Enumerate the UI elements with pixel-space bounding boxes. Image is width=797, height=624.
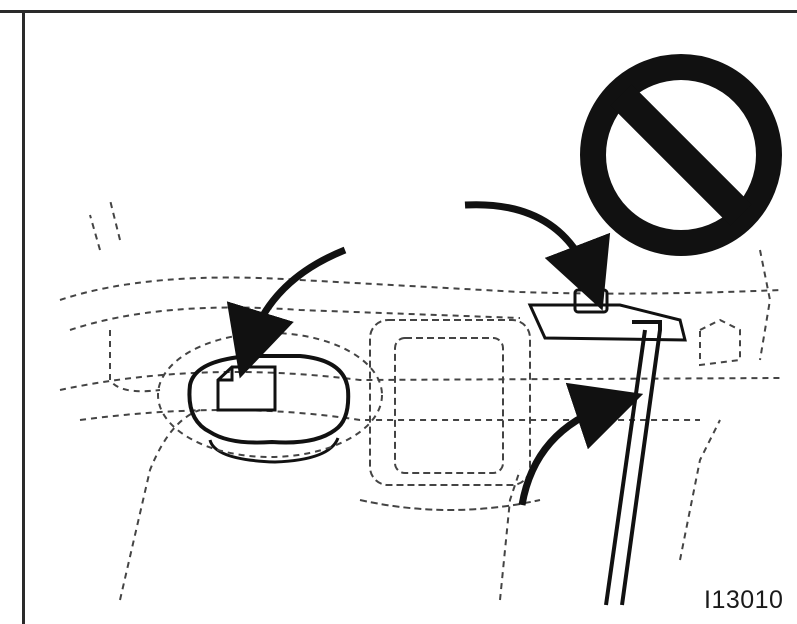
figure-code: I13010: [704, 586, 783, 615]
dashboard-outline: [60, 200, 780, 600]
airbag-label: [218, 367, 275, 410]
pointer-arrow-sensor: [465, 205, 590, 278]
prohibition-sign-icon: [593, 67, 769, 243]
tool-bar: [606, 322, 660, 605]
pointer-arrow-steering: [250, 250, 345, 345]
steering-wheel-pad: [158, 333, 382, 462]
center-console: [360, 320, 540, 510]
